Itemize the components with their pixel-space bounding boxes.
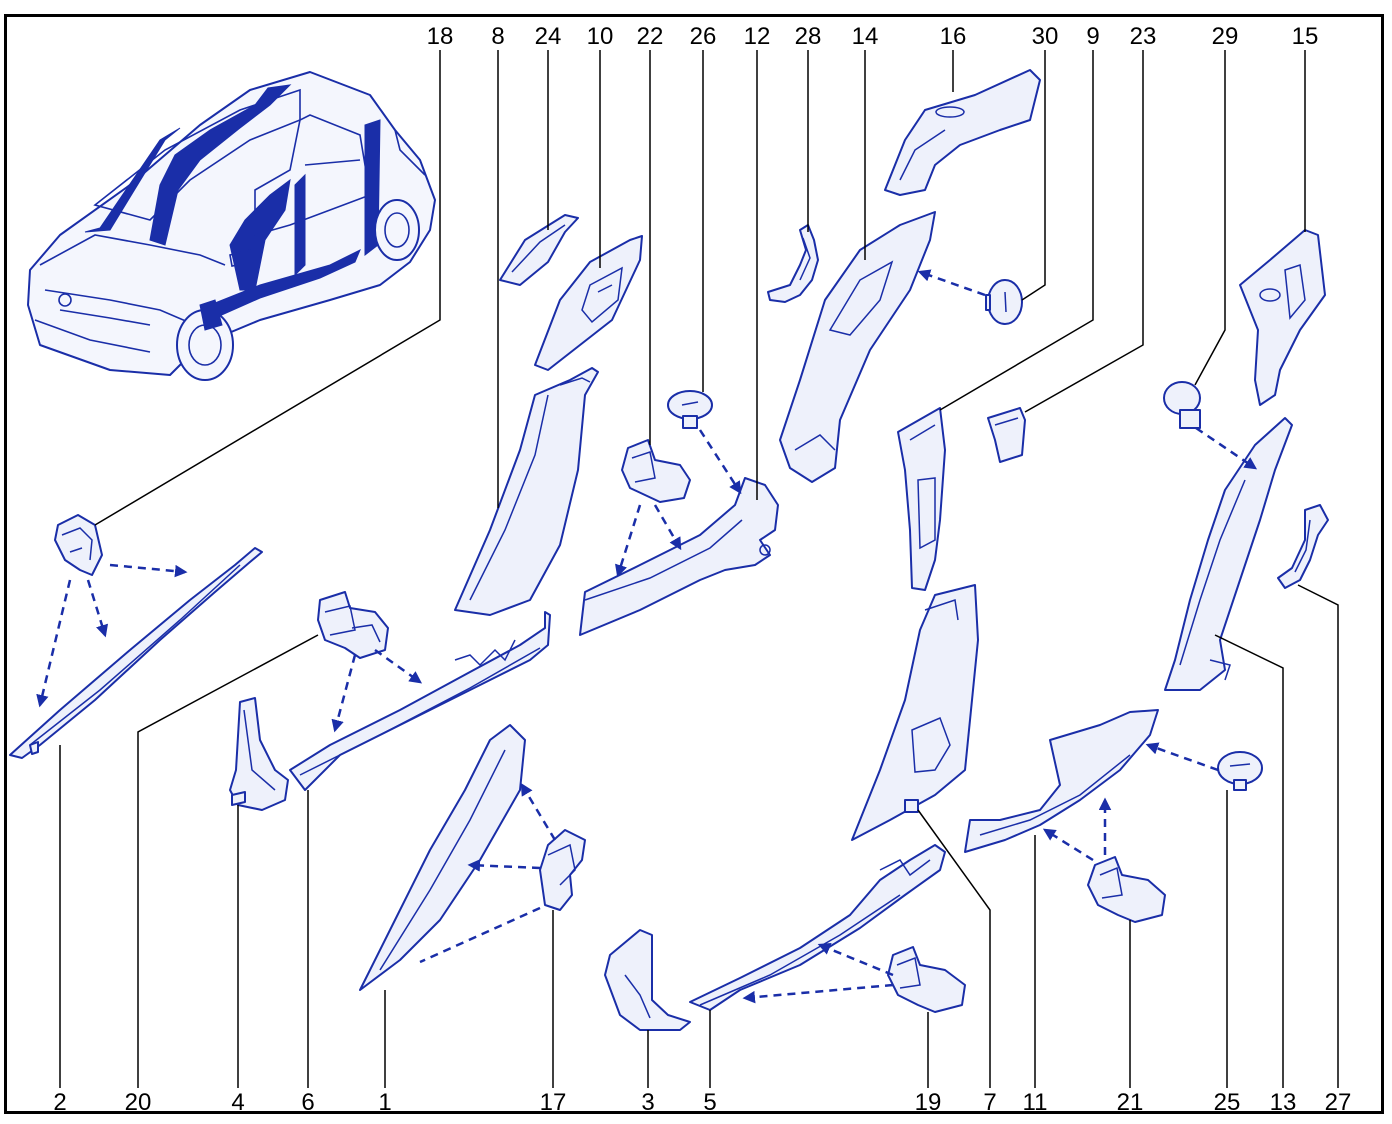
callout-22: 22 bbox=[637, 23, 664, 50]
part-9-b-pillar-inner bbox=[897, 407, 946, 591]
callouts-top: 18 8 24 10 22 26 12 28 14 16 30 9 23 29 … bbox=[427, 23, 1319, 50]
car-hatchback-icon bbox=[27, 71, 436, 381]
dashed-arrow-icon bbox=[36, 269, 1258, 1004]
part-29-cap bbox=[1163, 381, 1201, 429]
callout-25: 25 bbox=[1214, 1089, 1241, 1116]
callout-12: 12 bbox=[744, 23, 771, 50]
part-21-clip bbox=[1087, 856, 1166, 923]
callout-7: 7 bbox=[983, 1089, 996, 1116]
part-23-cap bbox=[987, 407, 1026, 463]
callout-17: 17 bbox=[540, 1089, 567, 1116]
part-10-upper-b-pillar bbox=[534, 235, 643, 371]
part-26-cap bbox=[667, 390, 713, 429]
callout-4: 4 bbox=[231, 1089, 244, 1116]
leader-lines bbox=[59, 50, 1339, 1088]
part-27-bracket bbox=[1277, 504, 1329, 589]
callout-27: 27 bbox=[1325, 1089, 1352, 1116]
callout-14: 14 bbox=[852, 23, 879, 50]
callout-6: 6 bbox=[301, 1089, 314, 1116]
part-8-lower-b-pillar bbox=[454, 367, 599, 616]
callout-24: 24 bbox=[535, 23, 562, 50]
callout-26: 26 bbox=[690, 23, 717, 50]
callout-8: 8 bbox=[491, 23, 504, 50]
callout-23: 23 bbox=[1130, 23, 1157, 50]
part-16-upper-trim bbox=[884, 69, 1041, 196]
part-11-rear-sill-trim bbox=[964, 709, 1159, 853]
part-15-rear-upper-trim bbox=[1239, 229, 1326, 406]
callout-20: 20 bbox=[125, 1089, 152, 1116]
callout-15: 15 bbox=[1292, 23, 1319, 50]
part-6-front-sill-trim bbox=[289, 611, 551, 791]
part-12-rear-quarter-trim bbox=[579, 477, 779, 636]
callout-30: 30 bbox=[1032, 23, 1059, 50]
part-17-clip-set bbox=[539, 829, 586, 911]
callout-18: 18 bbox=[427, 23, 454, 50]
callout-9: 9 bbox=[1086, 23, 1099, 50]
callout-21: 21 bbox=[1117, 1089, 1144, 1116]
callout-13: 13 bbox=[1270, 1089, 1297, 1116]
part-5-rear-sill-trim bbox=[689, 844, 946, 1011]
callouts-bottom: 2 20 4 6 1 17 3 5 19 7 11 21 25 13 27 bbox=[53, 1089, 1351, 1116]
callout-29: 29 bbox=[1212, 23, 1239, 50]
part-2-a-pillar-trim bbox=[9, 547, 263, 759]
callout-2: 2 bbox=[53, 1089, 66, 1116]
part-18-clip bbox=[54, 514, 103, 576]
callout-19: 19 bbox=[915, 1089, 942, 1116]
callout-5: 5 bbox=[703, 1089, 716, 1116]
callout-28: 28 bbox=[795, 23, 822, 50]
part-7-lower-pillar-trim bbox=[851, 584, 979, 841]
part-3-trim-bracket bbox=[604, 929, 691, 1031]
part-24-cap bbox=[499, 214, 579, 286]
callout-11: 11 bbox=[1023, 1089, 1048, 1116]
part-20-clip bbox=[317, 591, 389, 659]
callout-1: 1 bbox=[378, 1089, 391, 1116]
part-30-cap bbox=[985, 279, 1023, 325]
part-14-c-pillar-trim bbox=[779, 211, 936, 483]
part-28-bracket bbox=[767, 224, 819, 303]
part-4-trim-bracket bbox=[229, 697, 289, 811]
part-19-clip bbox=[887, 946, 966, 1013]
callout-10: 10 bbox=[587, 23, 614, 50]
part-22-clip bbox=[621, 439, 691, 503]
part-1-a-pillar-lower bbox=[359, 724, 526, 991]
callout-3: 3 bbox=[641, 1089, 654, 1116]
part-25-cap bbox=[1217, 751, 1263, 791]
part-13-rear-pillar-trim bbox=[1164, 417, 1293, 691]
callout-16: 16 bbox=[940, 23, 967, 50]
